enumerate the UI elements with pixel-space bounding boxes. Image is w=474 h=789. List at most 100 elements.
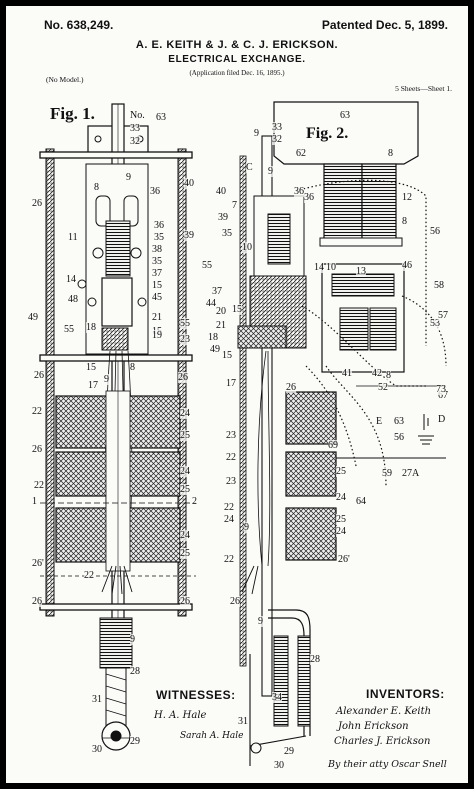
reference-numeral: 9 xyxy=(258,616,263,627)
reference-numeral: 39 xyxy=(184,230,194,241)
reference-numeral: 36 xyxy=(294,186,304,197)
inventors-line: A. E. KEITH & J. & C. J. ERICKSON. xyxy=(135,39,339,51)
reference-numeral: 25 xyxy=(180,430,190,441)
reference-numeral: 36 xyxy=(304,192,314,203)
reference-numeral: 63 xyxy=(394,416,404,427)
reference-numeral: 29 xyxy=(284,746,294,757)
reference-numeral: 26 xyxy=(32,596,42,607)
reference-numeral: 35 xyxy=(154,232,164,243)
reference-numeral: 52 xyxy=(378,382,388,393)
reference-numeral: 40 xyxy=(216,186,226,197)
reference-numeral: 53 xyxy=(430,318,440,329)
reference-numeral: 15 xyxy=(86,362,96,373)
reference-numeral: 57 xyxy=(438,310,448,321)
reference-numeral: 30 xyxy=(274,760,284,771)
reference-numeral: 9 xyxy=(268,166,273,177)
reference-numeral: 25 xyxy=(180,548,190,559)
reference-numeral: 28 xyxy=(310,654,320,665)
reference-numeral: 22 xyxy=(224,554,234,565)
reference-numeral: 32 xyxy=(272,134,282,145)
fig1-drawing xyxy=(39,103,196,751)
reference-numeral: 37 xyxy=(152,268,162,279)
reference-numeral: 32 xyxy=(130,136,140,147)
reference-numeral: 24 xyxy=(180,408,190,419)
reference-numeral: 24 xyxy=(336,526,346,537)
reference-numeral: 26' xyxy=(338,554,350,565)
reference-numeral: 8 xyxy=(94,182,99,193)
patent-number: No. 638,249. xyxy=(44,18,114,32)
reference-numeral: No. xyxy=(130,110,145,121)
reference-numeral: 12 xyxy=(402,192,412,203)
reference-numeral: 2 xyxy=(192,496,197,507)
reference-numeral: 69 xyxy=(328,440,338,451)
reference-numeral: 37 xyxy=(212,286,222,297)
witnesses-label: WITNESSES: xyxy=(156,688,236,702)
witness-signature: Sarah A. Hale xyxy=(180,731,244,741)
reference-numeral: 20 xyxy=(216,306,226,317)
reference-numeral: 14 xyxy=(66,274,76,285)
attorney-signature: By their atty Oscar Snell xyxy=(328,759,447,770)
reference-numeral: 24 xyxy=(180,466,190,477)
reference-numeral: 42 xyxy=(372,368,382,379)
reference-numeral: 1 xyxy=(32,496,37,507)
reference-numeral: 9 xyxy=(126,172,131,183)
reference-numeral: 15 xyxy=(232,304,242,315)
no-model-note: (No Model.) xyxy=(46,75,84,84)
fig2-drawing xyxy=(237,101,447,766)
patent-sheet: No. 638,249. Patented Dec. 5, 1899. A. E… xyxy=(6,6,468,783)
reference-numeral: 56 xyxy=(430,226,440,237)
reference-numeral: 41 xyxy=(342,368,352,379)
reference-numeral: 8 xyxy=(130,362,135,373)
reference-numeral: 7 xyxy=(232,200,237,211)
reference-numeral: 33 xyxy=(272,122,282,133)
reference-numeral: 17 xyxy=(88,380,98,391)
reference-numeral: 21 xyxy=(152,312,162,323)
reference-numeral: 19 xyxy=(152,330,162,341)
reference-numeral: 40 xyxy=(184,178,194,189)
reference-numeral: 38 xyxy=(152,244,162,255)
reference-numeral: 8 xyxy=(386,370,391,381)
reference-numeral: D xyxy=(438,414,446,425)
reference-numeral: 58 xyxy=(434,280,444,291)
reference-numeral: 45 xyxy=(152,292,162,303)
reference-numeral: 55 xyxy=(180,318,190,329)
reference-numeral: 9 xyxy=(254,128,259,139)
reference-numeral: 67 xyxy=(438,390,448,401)
reference-numeral: 55 xyxy=(202,260,212,271)
reference-numeral: 9 xyxy=(244,522,249,533)
reference-numeral: 26 xyxy=(230,596,240,607)
reference-numeral: 26' xyxy=(32,558,44,569)
reference-numeral: 10 xyxy=(326,262,336,273)
reference-numeral: 34 xyxy=(272,692,282,703)
fig2-label: Fig. 2. xyxy=(306,125,349,142)
reference-numeral: 26 xyxy=(180,596,190,607)
reference-numeral: 25 xyxy=(336,514,346,525)
reference-numeral: 46 xyxy=(402,260,412,271)
reference-numeral: 23 xyxy=(226,430,236,441)
reference-numeral: 26 xyxy=(286,382,296,393)
reference-numeral: 36 xyxy=(154,220,164,231)
reference-numeral: 8 xyxy=(388,148,393,159)
inventor-signature: Charles J. Erickson xyxy=(334,736,431,747)
reference-numeral: 59 xyxy=(382,468,392,479)
reference-numeral: 21 xyxy=(216,320,226,331)
reference-numeral: 24 xyxy=(180,530,190,541)
reference-numeral: 28 xyxy=(130,666,140,677)
reference-numeral: 26 xyxy=(32,444,42,455)
reference-numeral: 10 xyxy=(242,242,252,253)
reference-numeral: 44 xyxy=(206,298,216,309)
inventors-label: INVENTORS: xyxy=(366,687,445,701)
reference-numeral: 64 xyxy=(356,496,366,507)
reference-numeral: 11 xyxy=(68,232,78,243)
sheet-count: 5 Sheets—Sheet 1. xyxy=(395,84,452,93)
reference-numeral: 27A xyxy=(402,468,420,479)
inventor-signature: John Erickson xyxy=(338,721,409,732)
reference-numeral: C xyxy=(246,162,253,173)
reference-numeral: 35 xyxy=(152,256,162,267)
reference-numeral: 23 xyxy=(180,334,190,345)
reference-numeral: 33 xyxy=(130,123,140,134)
reference-numeral: 15 xyxy=(152,280,162,291)
reference-numeral: 24 xyxy=(224,514,234,525)
application-date: (Application filed Dec. 16, 1895.) xyxy=(189,69,285,77)
reference-numeral: 18 xyxy=(86,322,96,333)
